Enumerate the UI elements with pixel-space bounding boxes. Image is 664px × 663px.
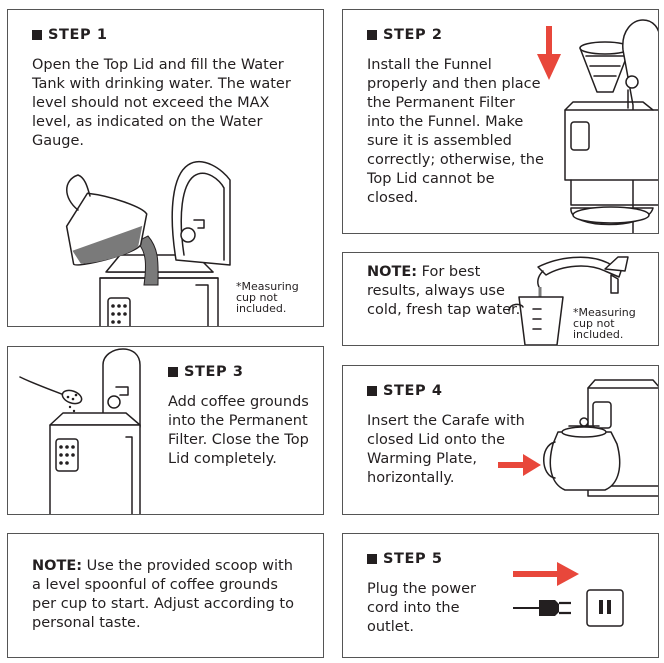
square-bullet-icon	[367, 386, 377, 396]
step-1-panel: STEP 1 Open the Top Lid and fill the Wat…	[7, 9, 324, 327]
step-4-illustration	[498, 379, 658, 497]
power-plug-icon	[513, 600, 571, 616]
step-1-footnote: *Measuring cup not included.	[236, 280, 299, 315]
square-bullet-icon	[32, 30, 42, 40]
note-label: NOTE:	[32, 558, 83, 574]
step-4-panel: STEP 4 Insert the Carafe with closed Lid…	[342, 365, 659, 515]
step-4-text: Insert the Carafe with closed Lid onto t…	[367, 413, 525, 486]
step-3-title: STEP 3	[168, 364, 244, 380]
step-5-illustration	[513, 562, 624, 627]
square-bullet-icon	[367, 30, 377, 40]
step-5-title: STEP 5	[367, 551, 443, 567]
measuring-cup-icon	[508, 296, 564, 345]
note-water-illustration	[508, 256, 629, 345]
carafe-icon	[543, 417, 621, 491]
note-label: NOTE:	[367, 264, 418, 280]
step-3-panel: STEP 3 Add coffee grounds into the Perma…	[7, 346, 324, 515]
step-3-text: Add coffee grounds into the Permanent Fi…	[168, 394, 309, 467]
step-5-panel: STEP 5 Plug the power cord into the outl…	[342, 533, 659, 658]
note-water-text: NOTE: For best results, always use cold,…	[367, 264, 521, 318]
step-1-title: STEP 1	[32, 27, 108, 43]
step-3-illustration	[19, 348, 141, 514]
note-scoop-panel: NOTE: Use the provided scoop with a leve…	[7, 533, 324, 658]
note-scoop-text: NOTE: Use the provided scoop with a leve…	[32, 558, 294, 631]
note-water-panel: NOTE: For best results, always use cold,…	[342, 252, 659, 346]
square-bullet-icon	[367, 554, 377, 564]
arrow-down-icon	[537, 26, 561, 80]
measuring-cup-icon	[65, 174, 148, 266]
step-2-illustration	[537, 19, 658, 233]
step-4-title: STEP 4	[367, 383, 443, 399]
arrow-right-icon	[498, 454, 541, 476]
step-2-title: STEP 2	[367, 27, 443, 43]
scoop-icon	[19, 376, 83, 417]
step-2-text: Install the Funnel properly and then pla…	[367, 57, 544, 206]
step-5-text: Plug the power cord into the outlet.	[367, 581, 476, 635]
arrow-right-icon	[513, 562, 579, 586]
square-bullet-icon	[168, 367, 178, 377]
step-1-illustration	[65, 160, 231, 326]
note-water-footnote: *Measuring cup not included.	[573, 306, 636, 341]
step-2-panel: STEP 2 Install the Funnel properly and t…	[342, 9, 659, 234]
outlet-icon	[586, 589, 624, 627]
step-1-text: Open the Top Lid and fill the Water Tank…	[32, 57, 291, 149]
